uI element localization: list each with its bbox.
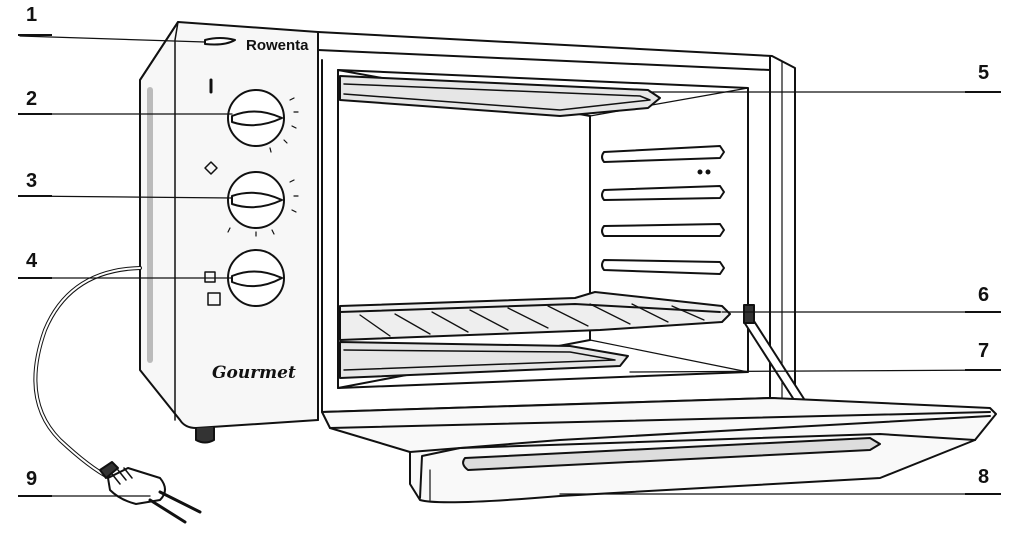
wire-rack (339, 291, 731, 341)
leader-3 (19, 195, 233, 199)
door (321, 397, 997, 504)
brand-label: Rowenta (246, 37, 309, 54)
callout-9: 9 (26, 468, 38, 490)
callout-5: 5 (978, 62, 990, 84)
callout-1: 1 (26, 4, 38, 26)
callout-1-underline (18, 34, 52, 36)
callout-5-underline (965, 91, 1001, 93)
callout-7: 7 (978, 340, 990, 362)
callout-3-underline (18, 195, 52, 197)
leader-1 (19, 35, 206, 43)
callout-8-underline (965, 493, 1001, 495)
timer-knob (204, 249, 285, 307)
callout-2-underline (18, 113, 52, 115)
model-label: Gourmet (212, 363, 296, 383)
mode-knob (204, 161, 299, 237)
callout-3: 3 (26, 170, 38, 192)
plug (99, 461, 202, 524)
rack-guides (601, 145, 725, 275)
callout-7-underline (965, 369, 1001, 371)
leader-7 (629, 369, 1001, 373)
door-hinge (743, 304, 807, 407)
callout-6: 6 (978, 284, 990, 306)
top-heating-element (339, 75, 661, 117)
callout-9-underline (18, 495, 52, 497)
callout-4-underline (18, 277, 52, 279)
callout-4: 4 (26, 250, 38, 272)
power-cord (33, 266, 142, 480)
leader-lines (19, 35, 1001, 497)
brand-badge (204, 37, 236, 46)
callout-6-underline (965, 311, 1001, 313)
thermostat-knob (209, 78, 299, 153)
callout-2: 2 (26, 88, 38, 110)
callout-8: 8 (978, 466, 990, 488)
bottom-heating-element (339, 341, 629, 379)
